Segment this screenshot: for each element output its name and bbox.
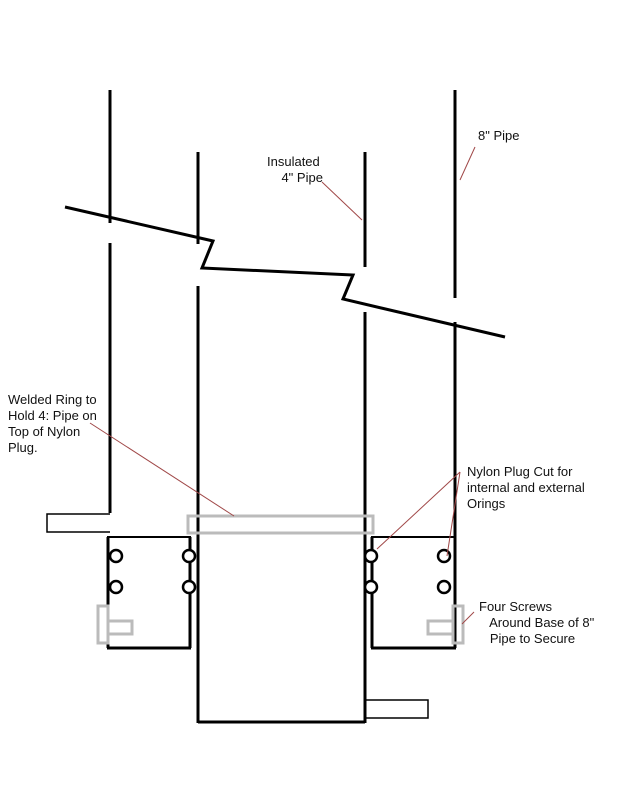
label-welded-ring: Welded Ring to Hold 4: Pipe on Top of Ny… (8, 392, 97, 455)
label-insulated-4in-pipe: Insulated 4" Pipe (267, 154, 323, 185)
securing-screws (96, 604, 465, 645)
inner-pipe-4in (196, 152, 367, 724)
break-line (64, 205, 506, 339)
label-nylon-plug: Nylon Plug Cut for internal and external… (467, 464, 585, 511)
label-four-screws: Four Screws Around Base of 8" Pipe to Se… (479, 599, 595, 646)
label-8in-pipe: 8" Pipe (478, 128, 520, 143)
o-rings (108, 548, 452, 595)
flanges (46, 513, 429, 719)
leader-lines (89, 146, 476, 625)
welded-ring (186, 514, 375, 535)
outer-pipe-8in (108, 90, 457, 546)
